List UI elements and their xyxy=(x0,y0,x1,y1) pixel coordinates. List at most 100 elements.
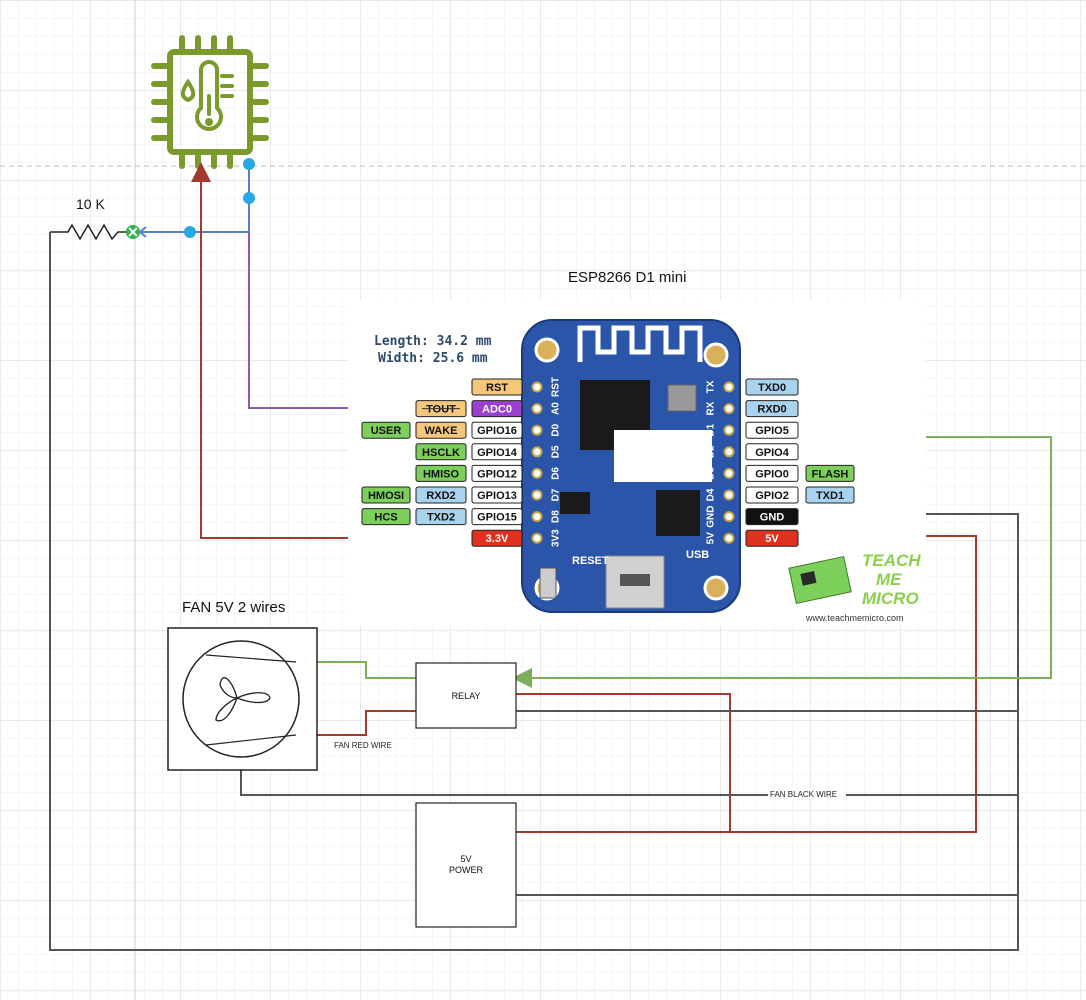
header-pin-left xyxy=(531,424,543,436)
left-pin-2-text: ADC0 xyxy=(482,404,512,416)
left-silk-label: A0 xyxy=(551,402,562,415)
wire-node-icon xyxy=(184,158,255,238)
left-pin-extra-7: TXD2 xyxy=(415,508,467,526)
left-pin-1: RST xyxy=(471,378,523,396)
left-pin-2: ADC0 xyxy=(471,400,523,418)
right-pin-5: GPIO0 xyxy=(745,464,799,482)
right-pin-5-text: GPIO0 xyxy=(755,468,789,480)
left-pin-extra2-3-text: USER xyxy=(371,425,402,437)
header-pins xyxy=(531,381,735,544)
power-label-line-1: 5V xyxy=(460,854,471,864)
right-pin-8: 5V xyxy=(745,529,799,547)
left-pin-extra-3: WAKE xyxy=(415,421,467,439)
left-silk-label: D5 xyxy=(551,445,562,458)
header-pin-right xyxy=(723,381,735,393)
right-pin-8-text: 5V xyxy=(765,533,779,545)
left-pin-extra-2: TOUT xyxy=(415,400,467,418)
left-pin-extra2-3: USER xyxy=(361,421,411,439)
thermometer-sensor-icon[interactable] xyxy=(151,35,269,169)
left-pin-7-text: GPIO15 xyxy=(477,512,517,524)
left-pin-extra-4-text: HSCLK xyxy=(422,447,460,459)
header-pin-right xyxy=(723,511,735,523)
left-pin-extra-5: HMISO xyxy=(415,464,467,482)
right-silk-label: 5V xyxy=(706,532,717,545)
right-pin-4-text: GPIO4 xyxy=(755,447,790,459)
right-pin-extra-6-text: TXD1 xyxy=(816,490,844,502)
right-silk-label: GND xyxy=(706,505,717,527)
logo-url: www.teachmemicro.com xyxy=(805,613,904,623)
left-pin-6-text: GPIO13 xyxy=(477,490,517,502)
left-pin-8-text: 3.3V xyxy=(486,533,509,545)
left-pin-extra2-7: HCS xyxy=(361,508,411,526)
right-silk-label: TX xyxy=(706,380,717,393)
resistor-label: 10 K xyxy=(76,196,105,212)
header-pin-right xyxy=(723,467,735,479)
fan-red-wire xyxy=(317,710,416,736)
reset-label: RESET xyxy=(572,555,609,567)
header-pin-left xyxy=(531,446,543,458)
usb-label: USB xyxy=(686,549,709,561)
left-pin-labels: RST ADC0 TOUT GPIO16 WAKE USER GPIO14 HSCLK GPIO… xyxy=(361,378,523,547)
right-silk-label: D2 xyxy=(706,445,717,458)
left-pin-6: GPIO13 xyxy=(471,486,523,504)
logo-line-1: TEACH xyxy=(862,551,921,570)
header-pin-right xyxy=(723,532,735,544)
fan-black-wire-label-bg xyxy=(768,788,846,800)
teach-me-micro-logo: TEACH ME MICRO www.teachmemicro.com xyxy=(788,551,921,623)
right-silk-label: D3 xyxy=(706,467,717,480)
header-pin-right xyxy=(723,424,735,436)
right-pin-3: GPIO5 xyxy=(745,421,799,439)
header-pin-left xyxy=(531,532,543,544)
right-silk-label: RX xyxy=(706,401,717,415)
header-pin-right xyxy=(723,446,735,458)
left-pin-4-text: GPIO14 xyxy=(477,447,518,459)
right-pin-3-text: GPIO5 xyxy=(755,425,789,437)
left-pin-extra-6-text: RXD2 xyxy=(426,490,455,502)
relay-power-red-wire xyxy=(516,693,731,832)
left-pin-4: GPIO14 xyxy=(471,443,523,461)
left-pin-7: GPIO15 xyxy=(471,508,523,526)
relay-label: RELAY xyxy=(452,691,481,701)
right-pin-7-text: GND xyxy=(760,512,785,524)
right-pin-extra-5-text: FLASH xyxy=(812,468,849,480)
right-silk-label: D4 xyxy=(706,488,717,501)
power-supply[interactable]: 5V POWER xyxy=(415,802,517,928)
left-pin-3-text: GPIO16 xyxy=(477,425,517,437)
left-pin-extra2-6-text: HMOSI xyxy=(368,490,404,502)
right-pin-1: TXD0 xyxy=(745,378,799,396)
right-pin-7: GND xyxy=(745,508,799,526)
relay-module[interactable]: RELAY xyxy=(415,662,517,729)
power-label-line-2: POWER xyxy=(449,865,484,875)
fan-icon[interactable] xyxy=(167,627,318,771)
left-pin-extra2-7-text: HCS xyxy=(374,512,397,524)
right-pin-6: GPIO2 xyxy=(745,486,799,504)
right-pin-extra-5: FLASH xyxy=(805,464,855,482)
header-pin-left xyxy=(531,489,543,501)
right-pin-4: GPIO4 xyxy=(745,443,799,461)
right-pin-extra-6: TXD1 xyxy=(805,486,855,504)
disconnected-node-icon xyxy=(126,225,140,239)
right-silk-label: D1 xyxy=(706,423,717,436)
resistor-ground-wire xyxy=(49,232,1019,951)
logo-line-3: MICRO xyxy=(862,589,919,608)
relay-control-wire xyxy=(512,436,1052,688)
logo-line-2: ME xyxy=(876,570,902,589)
left-pin-extra-5-text: HMISO xyxy=(423,468,460,480)
left-pin-8: 3.3V xyxy=(471,529,523,547)
header-pin-right xyxy=(723,403,735,415)
fan-red-wire-label: FAN RED WIRE xyxy=(334,741,392,750)
left-silk-label: D6 xyxy=(551,467,562,480)
left-pin-extra-6: RXD2 xyxy=(415,486,467,504)
right-pin-1-text: TXD0 xyxy=(758,382,786,394)
left-pin-extra-4: HSCLK xyxy=(415,443,467,461)
header-pin-right xyxy=(723,489,735,501)
left-pin-extra-3-text: WAKE xyxy=(425,425,458,437)
header-pin-left xyxy=(531,381,543,393)
blue-wire-arrow xyxy=(138,226,147,238)
left-pin-extra2-6: HMOSI xyxy=(361,486,411,504)
resistor-icon[interactable] xyxy=(50,223,132,241)
